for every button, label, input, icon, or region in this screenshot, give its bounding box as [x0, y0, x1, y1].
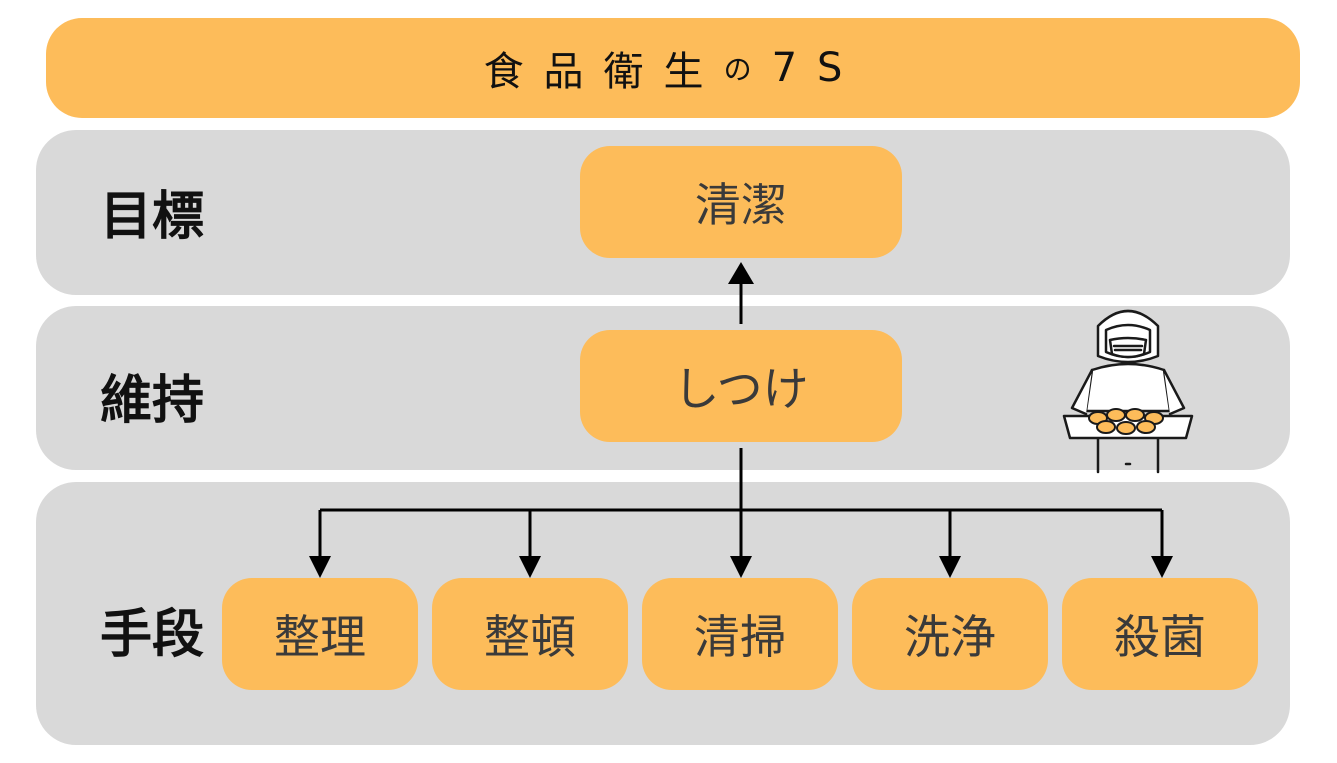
means-box-seiton: 整頓	[432, 578, 628, 690]
goal-box-seiketsu: 清潔	[580, 146, 902, 258]
means-box-seisou: 清掃	[642, 578, 838, 690]
means-label: 手段	[100, 605, 205, 665]
diagram-title: 食品衛生 の 7S	[46, 18, 1300, 118]
means-box-sakkin: 殺菌	[1062, 578, 1258, 690]
food-worker-with-tray-icon	[1062, 309, 1194, 474]
means-box-senjou: 洗浄	[852, 578, 1048, 690]
title-particle: の	[723, 53, 772, 86]
title-main: 食品衛生	[483, 49, 724, 95]
goal-label: 目標	[100, 187, 205, 247]
maintenance-box-shitsuke: しつけ	[580, 330, 902, 442]
title-suffix: 7S	[771, 45, 863, 91]
means-box-seiri: 整理	[222, 578, 418, 690]
maintenance-label: 維持	[100, 371, 205, 431]
